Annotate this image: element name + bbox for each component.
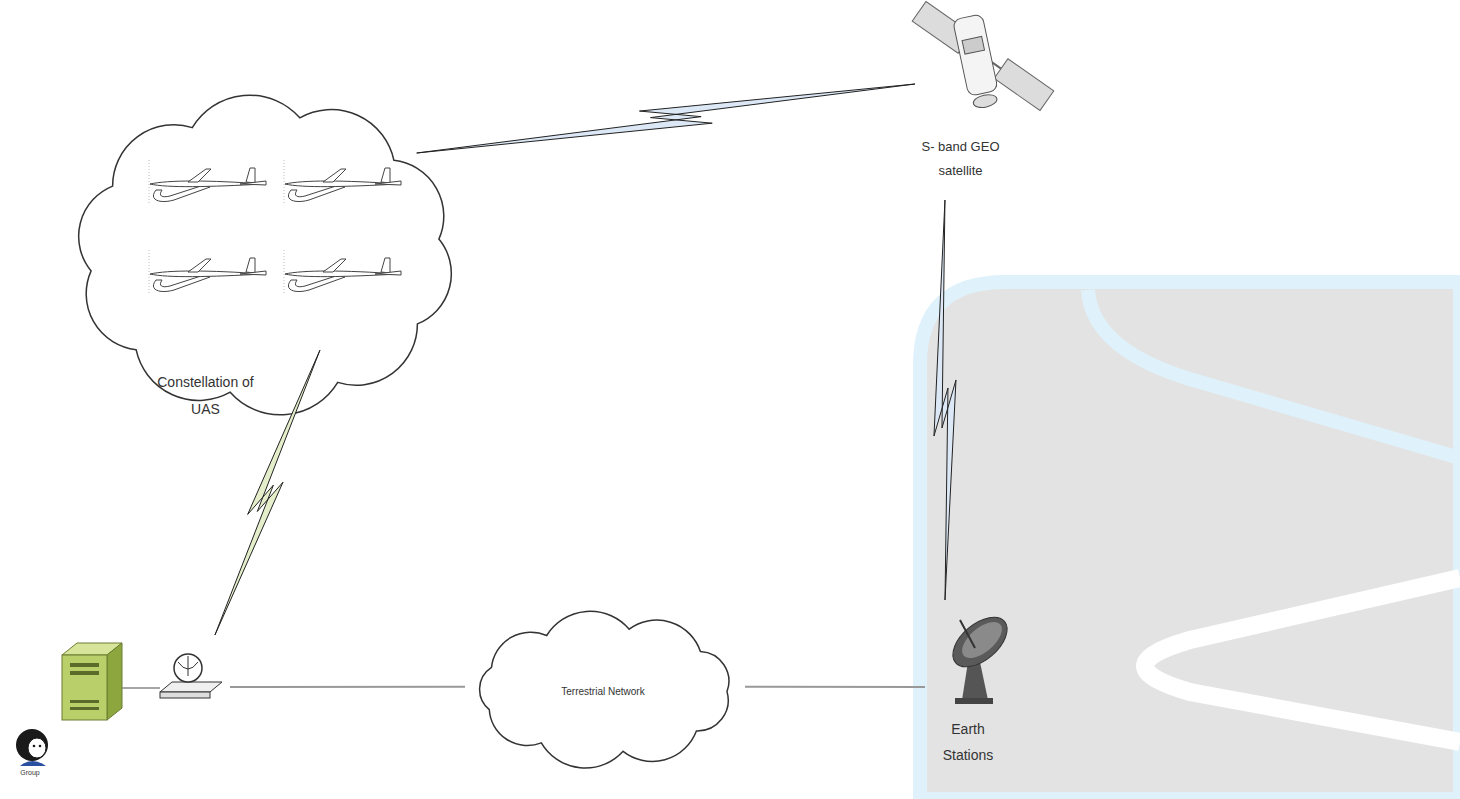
earth-station-node: Earth Stations (925, 600, 1025, 780)
server-slot (70, 707, 99, 710)
server-front (62, 655, 107, 720)
antenna-reflector (178, 662, 198, 669)
dish-inner (956, 615, 1008, 664)
server-side (107, 643, 122, 720)
local-wire (122, 687, 160, 689)
node-label: Terrestrial Network (543, 685, 663, 698)
server-slot (70, 671, 99, 675)
antenna-icon (160, 654, 222, 698)
dish-feed (960, 620, 975, 648)
antenna-dish (174, 654, 202, 682)
wired-link (745, 686, 925, 688)
person-face (28, 738, 46, 758)
node-label: Constellation of UAS (143, 369, 268, 423)
node-label: Group (10, 768, 50, 777)
panel-boom (965, 43, 1001, 68)
uas-cloud: Constellation of UAS (60, 85, 470, 425)
cloud-shape (465, 610, 745, 770)
satellite-module (962, 36, 984, 54)
person-eye (33, 745, 36, 748)
uav-icon (284, 160, 401, 205)
satellite-icon (912, 1, 1054, 110)
person-hair (16, 729, 48, 761)
region-curve (1145, 578, 1460, 742)
solar-panel (994, 59, 1054, 111)
radio-link (417, 84, 915, 153)
radio-link (215, 350, 320, 635)
person-eye (39, 745, 42, 748)
uav-icon (284, 250, 401, 295)
dish-pedestal (962, 662, 988, 700)
antenna-base (160, 692, 210, 698)
server-icon (62, 643, 122, 720)
ground-station-node: Group (5, 635, 230, 780)
radio-link (934, 200, 956, 600)
server-slot (70, 700, 99, 703)
node-label: S- band GEO satellite (913, 135, 1008, 183)
solar-panels (912, 1, 1054, 110)
satellite-dish (972, 93, 998, 110)
earth-station-icon (944, 608, 1016, 704)
solar-panel (912, 1, 972, 53)
uav-icon (149, 250, 266, 295)
server-top (62, 643, 122, 655)
dish-base (955, 698, 993, 704)
server-slot (70, 663, 99, 667)
region-curve (1088, 290, 1460, 458)
antenna-base (160, 682, 222, 692)
antenna-feed (188, 656, 189, 676)
region-area (920, 282, 1460, 799)
satellite-bus (953, 14, 999, 97)
satellite-node: S- band GEO satellite (915, 0, 1055, 200)
cloud-outline (480, 611, 729, 768)
cloud-shape (60, 85, 470, 425)
wired-link (230, 686, 465, 688)
satellite-body (953, 14, 1001, 110)
person-shirt (20, 761, 46, 766)
cloud-outline (79, 95, 452, 415)
network-cloud: Terrestrial Network (465, 610, 745, 770)
uav-icon (149, 160, 266, 205)
person-icon (16, 729, 48, 766)
node-label: Earth Stations (928, 716, 1008, 768)
dish-reflector (944, 608, 1016, 677)
